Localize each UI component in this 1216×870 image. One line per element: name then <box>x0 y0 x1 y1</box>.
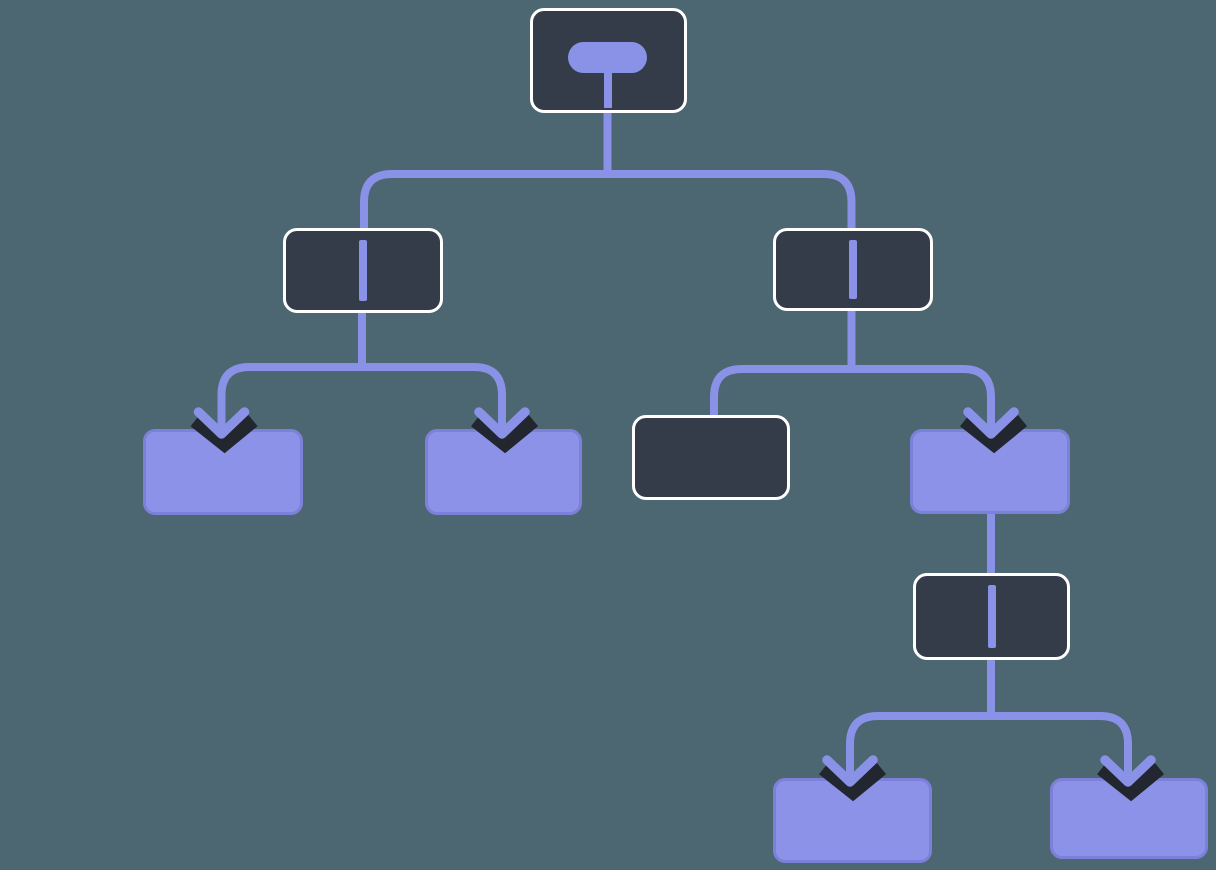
node-branch-right[interactable] <box>773 228 933 311</box>
node-mid-purple[interactable] <box>910 429 1070 514</box>
connector-level1-split <box>360 170 856 233</box>
pass-through-line <box>849 240 857 299</box>
connector-lower-split <box>846 712 1132 780</box>
connector-left-branch-split <box>217 363 506 432</box>
node-mid-dark[interactable] <box>632 415 790 500</box>
node-leaf-left-1[interactable] <box>143 429 303 515</box>
node-leaf-bottom-2[interactable] <box>1050 778 1208 859</box>
pill-indicator <box>568 42 647 73</box>
pass-through-line <box>987 585 996 648</box>
node-leaf-bottom-1[interactable] <box>773 778 932 863</box>
node-leaf-left-2[interactable] <box>425 429 582 515</box>
pass-through-line <box>359 240 367 301</box>
node-branch-lower[interactable] <box>913 573 1070 660</box>
node-branch-left[interactable] <box>283 228 443 313</box>
node-root[interactable] <box>530 8 687 113</box>
